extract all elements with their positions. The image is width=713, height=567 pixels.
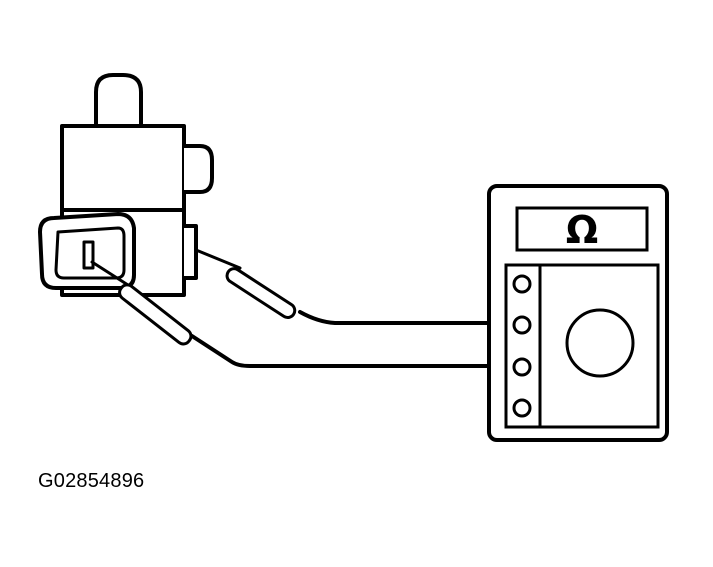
connector-pin: [82, 240, 95, 270]
meter-port-1: [512, 274, 532, 294]
test-leads: [90, 248, 504, 368]
meter-display: [515, 206, 649, 252]
lead-wire-lower: [190, 334, 504, 368]
lead-wire-upper: [298, 310, 504, 325]
valve-terminal-stub: [184, 224, 198, 280]
meter-port-2: [512, 315, 532, 335]
probe-upper: [225, 267, 297, 320]
solenoid-valve: [38, 73, 214, 297]
probe-lower: [118, 283, 193, 346]
meter-dial: [565, 308, 635, 378]
ohmmeter: Ω: [487, 184, 669, 442]
figure-id-label: G02854896: [38, 470, 145, 492]
valve-side-boss: [184, 144, 214, 194]
ohm-symbol: Ω: [566, 208, 598, 252]
meter-port-3: [512, 357, 532, 377]
valve-plunger: [94, 73, 143, 128]
valve-body-upper: [60, 124, 186, 212]
meter-port-4: [512, 398, 532, 418]
